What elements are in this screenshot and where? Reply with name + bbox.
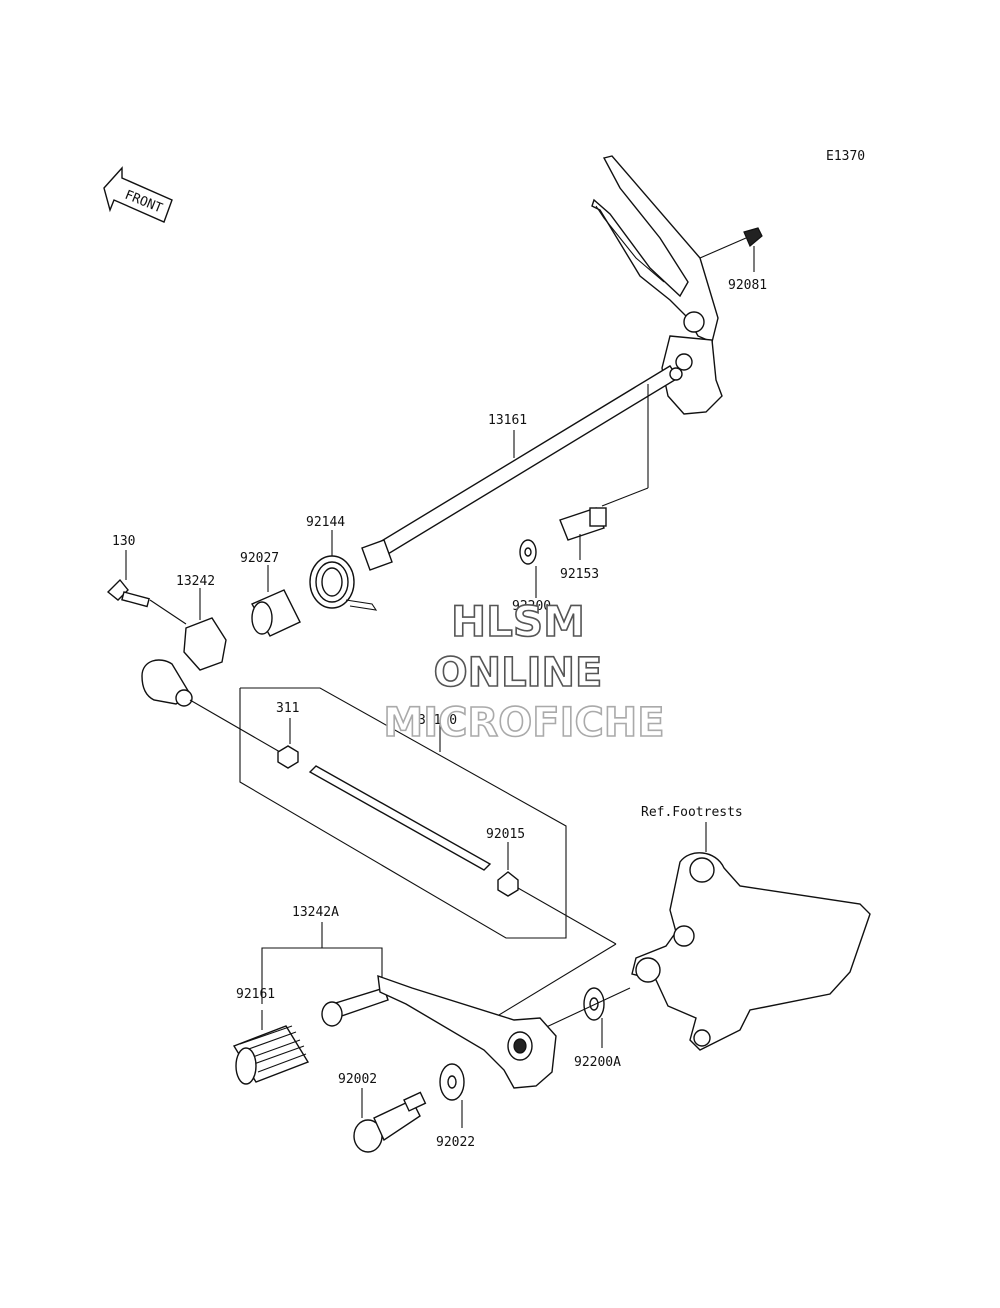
part-92161: 92161	[232, 987, 310, 1085]
label-92015: 92015	[486, 827, 525, 842]
label-92200A: 92200A	[574, 1055, 621, 1070]
part-13161: 13161	[361, 365, 683, 571]
label-13242A: 13242A	[292, 905, 339, 920]
part-92153: 92153	[559, 384, 649, 582]
part-92002: 92002	[338, 1072, 427, 1153]
part-92081: 92081	[699, 227, 767, 293]
watermark-line-3: MICROFICHE	[383, 700, 664, 746]
watermark-line-2: ONLINE	[434, 650, 603, 696]
label-13161: 13161	[488, 413, 527, 428]
label-92081: 92081	[728, 278, 767, 293]
footrest-bracket: Ref.Footrests	[631, 805, 871, 1051]
label-92002: 92002	[338, 1072, 377, 1087]
label-92022: 92022	[436, 1135, 475, 1150]
part-92015: 92015	[486, 827, 617, 1019]
label-13242: 13242	[176, 574, 215, 589]
part-13242A: 13242A	[261, 905, 557, 1089]
shift-shaft-arm	[591, 155, 723, 415]
label-92200: 92200	[512, 599, 551, 614]
part-13242: 13242	[141, 574, 281, 753]
part-92022: 92022	[436, 1063, 475, 1150]
watermark: HLSM ONLINE MICROFICHE	[383, 596, 666, 747]
label-311: 311	[276, 701, 299, 716]
part-311: 311	[276, 701, 299, 769]
part-92200A: 92200A	[539, 987, 631, 1070]
part-39110: 39110	[239, 687, 567, 939]
label-92144: 92144	[306, 515, 345, 530]
part-92200: 92200	[512, 539, 551, 614]
part-92027: 92027	[240, 551, 301, 637]
label-92161: 92161	[236, 987, 275, 1002]
label-39110: 39110	[418, 713, 457, 728]
part-92144: 92144	[306, 515, 378, 611]
label-92027: 92027	[240, 551, 279, 566]
diagram-code: E1370	[826, 149, 865, 164]
front-arrow-icon: FRONT	[103, 166, 173, 223]
watermark-line-1: HLSM	[451, 597, 585, 646]
reference-footrests-label: Ref.Footrests	[641, 805, 743, 820]
label-92153: 92153	[560, 567, 599, 582]
label-130: 130	[112, 534, 135, 549]
part-130: 130	[106, 534, 150, 608]
